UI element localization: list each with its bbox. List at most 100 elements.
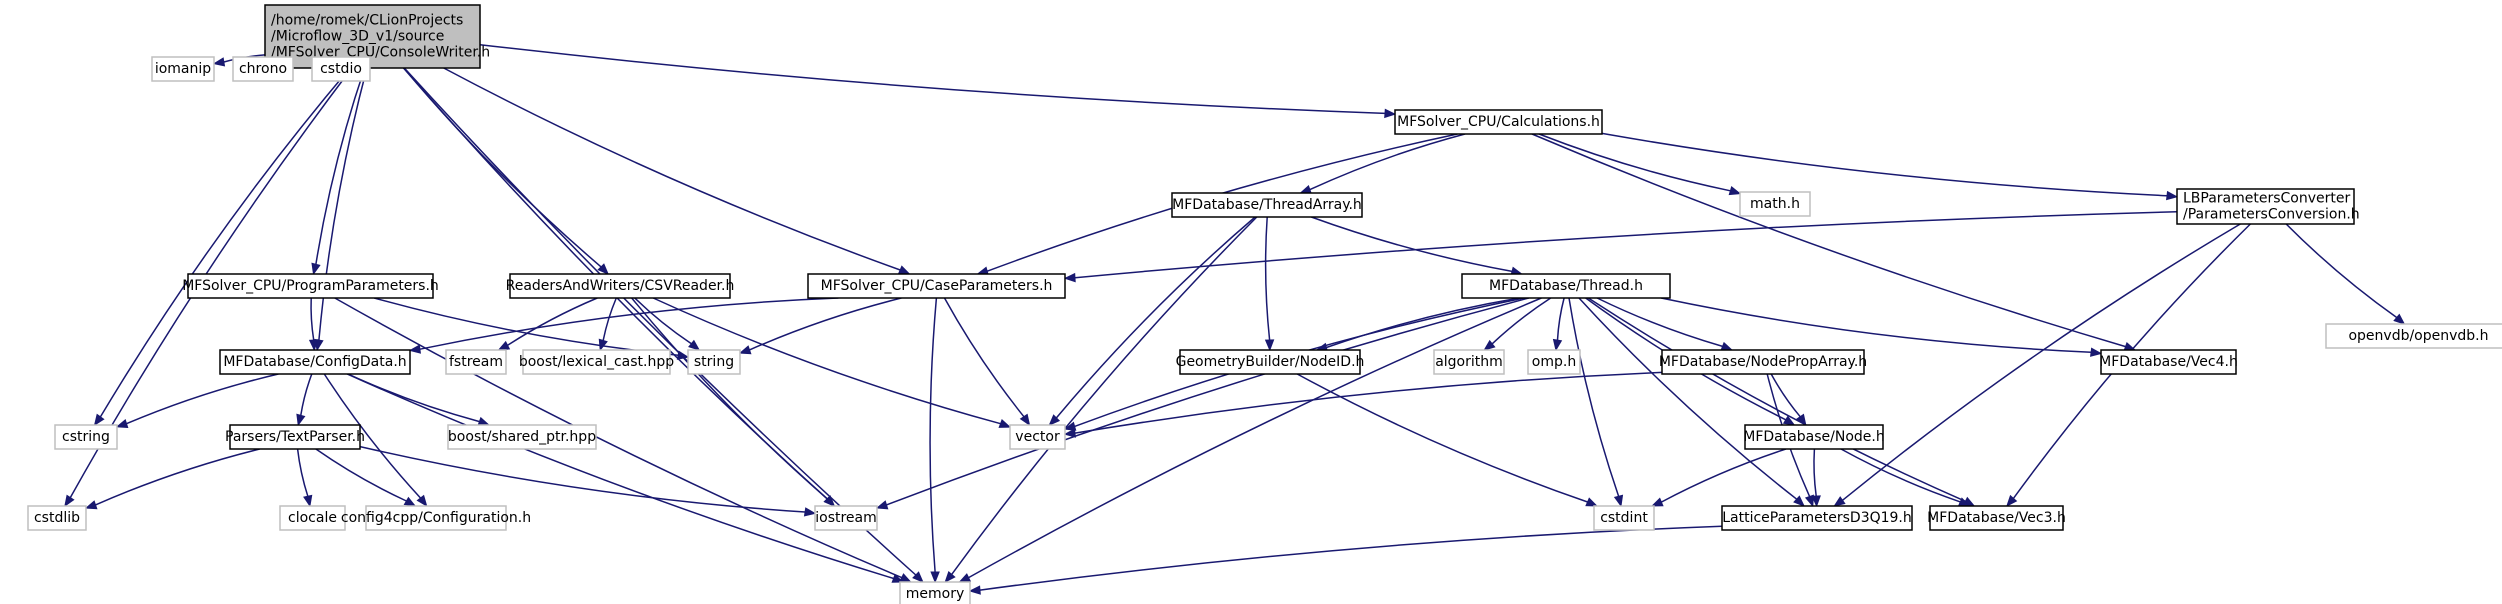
node-box	[279, 505, 346, 531]
node-box	[54, 424, 118, 450]
node-algorithm: algorithm	[1433, 349, 1505, 375]
node-label: fstream	[449, 354, 503, 370]
edge-textparser-to-cstdlib	[95, 448, 260, 506]
node-textparser[interactable]: Parsers/TextParser.h	[225, 424, 365, 450]
arrowhead	[296, 413, 306, 427]
node-label: string	[694, 354, 734, 370]
node-box	[899, 581, 971, 604]
arrowhead	[1063, 272, 1076, 283]
node-label: math.h	[1750, 196, 1800, 212]
node-progparams[interactable]: MFSolver_CPU/ProgramParameters.h	[182, 273, 439, 299]
node-threadarr[interactable]: MFDatabase/ThreadArray.h	[1171, 192, 1363, 218]
node-label: algorithm	[1435, 354, 1503, 370]
node-clocale: clocale	[279, 505, 346, 531]
node-sharedptr: boost/shared_ptr.hpp	[447, 424, 597, 450]
edge-thread-to-vec3	[1587, 297, 1966, 502]
edge-root-to-caseparams	[443, 67, 901, 271]
node-box	[445, 349, 507, 375]
arrowhead	[1833, 496, 1846, 507]
edge-lbconv-to-lattice	[1842, 223, 2241, 501]
node-root[interactable]: /home/romek/CLionProjects/Microflow_3D_v…	[264, 4, 490, 69]
node-thread[interactable]: MFDatabase/Thread.h	[1461, 273, 1671, 299]
arrowhead	[84, 500, 98, 510]
node-label: /MFSolver_CPU/ConsoleWriter.h	[271, 45, 490, 61]
node-label: omp.h	[1532, 354, 1576, 370]
edge-progparams-to-memory	[334, 297, 902, 579]
arrowhead	[944, 570, 956, 584]
edge-thread-to-vec4	[1660, 297, 2092, 353]
node-chrono: chrono	[232, 56, 294, 82]
node-nodeproparr[interactable]: MFDatabase/NodePropArray.h	[1659, 349, 1867, 375]
arrowhead	[115, 419, 129, 429]
node-label: iostream	[815, 510, 877, 526]
node-box	[232, 56, 294, 82]
node-vec4[interactable]: MFDatabase/Vec4.h	[2099, 349, 2238, 375]
edge-caseparams-to-configdata	[419, 297, 839, 350]
nodes-layer: /home/romek/CLionProjects/Microflow_3D_v…	[27, 4, 2502, 604]
edge-calc-to-mathh	[1538, 133, 1731, 192]
node-label: config4cpp/Configuration.h	[341, 510, 531, 526]
arrowhead	[93, 413, 105, 427]
node-label: MFDatabase/ThreadArray.h	[1172, 197, 1362, 213]
edge-thread-to-lattice	[1578, 297, 1798, 500]
edge-thread-to-algorithm	[1491, 297, 1552, 345]
edge-textparser-to-iostream	[359, 445, 806, 513]
arrowhead	[891, 573, 905, 583]
node-lbconv[interactable]: LBParametersConverter/ParametersConversi…	[2176, 188, 2360, 225]
node-label: clocale	[288, 510, 337, 526]
node-box	[1394, 109, 1603, 135]
node-box	[1009, 424, 1066, 450]
node-label: boost/lexical_cast.hpp	[519, 354, 674, 370]
node-vec3[interactable]: MFDatabase/Vec3.h	[1927, 505, 2066, 531]
node-box	[151, 56, 215, 82]
node-omp: omp.h	[1527, 349, 1581, 375]
node-box	[509, 273, 731, 299]
arrowhead	[1063, 428, 1076, 438]
arrowhead	[930, 571, 940, 584]
edge-threadarr-to-vector	[1055, 216, 1256, 419]
node-configdata[interactable]: MFDatabase/ConfigData.h	[219, 349, 411, 375]
node-csvreader[interactable]: ReadersAndWriters/CSVReader.h	[506, 273, 735, 299]
node-box	[1744, 424, 1884, 450]
arrowhead	[597, 263, 610, 275]
node-label: /Microflow_3D_v1/source	[271, 29, 444, 45]
arrowhead	[1728, 186, 1742, 196]
node-label: MFSolver_CPU/Calculations.h	[1397, 114, 1600, 130]
edge-root-to-cstring	[99, 67, 351, 418]
edge-root-to-configdata	[318, 67, 368, 341]
edge-lbconv-to-caseparams	[1074, 211, 2178, 279]
node-box	[264, 4, 481, 69]
edge-root-to-calc	[479, 43, 1386, 115]
arrowhead	[408, 344, 421, 354]
arrowhead	[875, 500, 889, 510]
node-box	[229, 424, 361, 450]
node-box	[1661, 349, 1865, 375]
edge-calc-to-threadarr	[1309, 133, 1466, 191]
edge-threadarr-to-nodeid	[1264, 216, 1271, 341]
edge-caseparams-to-memory	[929, 297, 938, 573]
node-label: GeometryBuilder/NodeID.h	[1176, 354, 1365, 370]
node-label: LBParametersConverter	[2183, 191, 2351, 207]
arrowhead	[897, 265, 911, 275]
node-label: MFDatabase/Thread.h	[1489, 278, 1643, 294]
node-nodeh[interactable]: MFDatabase/Node.h	[1743, 424, 1885, 450]
arrowhead	[311, 262, 321, 276]
node-box	[1171, 192, 1363, 218]
node-nodeid[interactable]: GeometryBuilder/NodeID.h	[1176, 349, 1365, 375]
node-box	[187, 273, 434, 299]
node-box	[1527, 349, 1581, 375]
node-box	[27, 505, 87, 531]
edge-textparser-to-config4cpp	[315, 448, 407, 502]
edge-caseparams-to-string	[749, 297, 902, 351]
node-calc[interactable]: MFSolver_CPU/Calculations.h	[1394, 109, 1603, 135]
edge-thread-to-iostream	[886, 297, 1529, 506]
arrowhead	[1811, 495, 1821, 508]
node-caseparams[interactable]: MFSolver_CPU/CaseParameters.h	[807, 273, 1066, 299]
arrowhead	[64, 494, 75, 508]
node-label: MFSolver_CPU/ProgramParameters.h	[182, 278, 439, 294]
arrowhead	[1793, 495, 1805, 507]
node-cstdint: cstdint	[1593, 505, 1655, 531]
node-label: MFDatabase/NodePropArray.h	[1659, 354, 1867, 370]
node-lattice[interactable]: LatticeParametersD3Q19.h	[1721, 505, 1913, 531]
node-box	[311, 56, 371, 82]
